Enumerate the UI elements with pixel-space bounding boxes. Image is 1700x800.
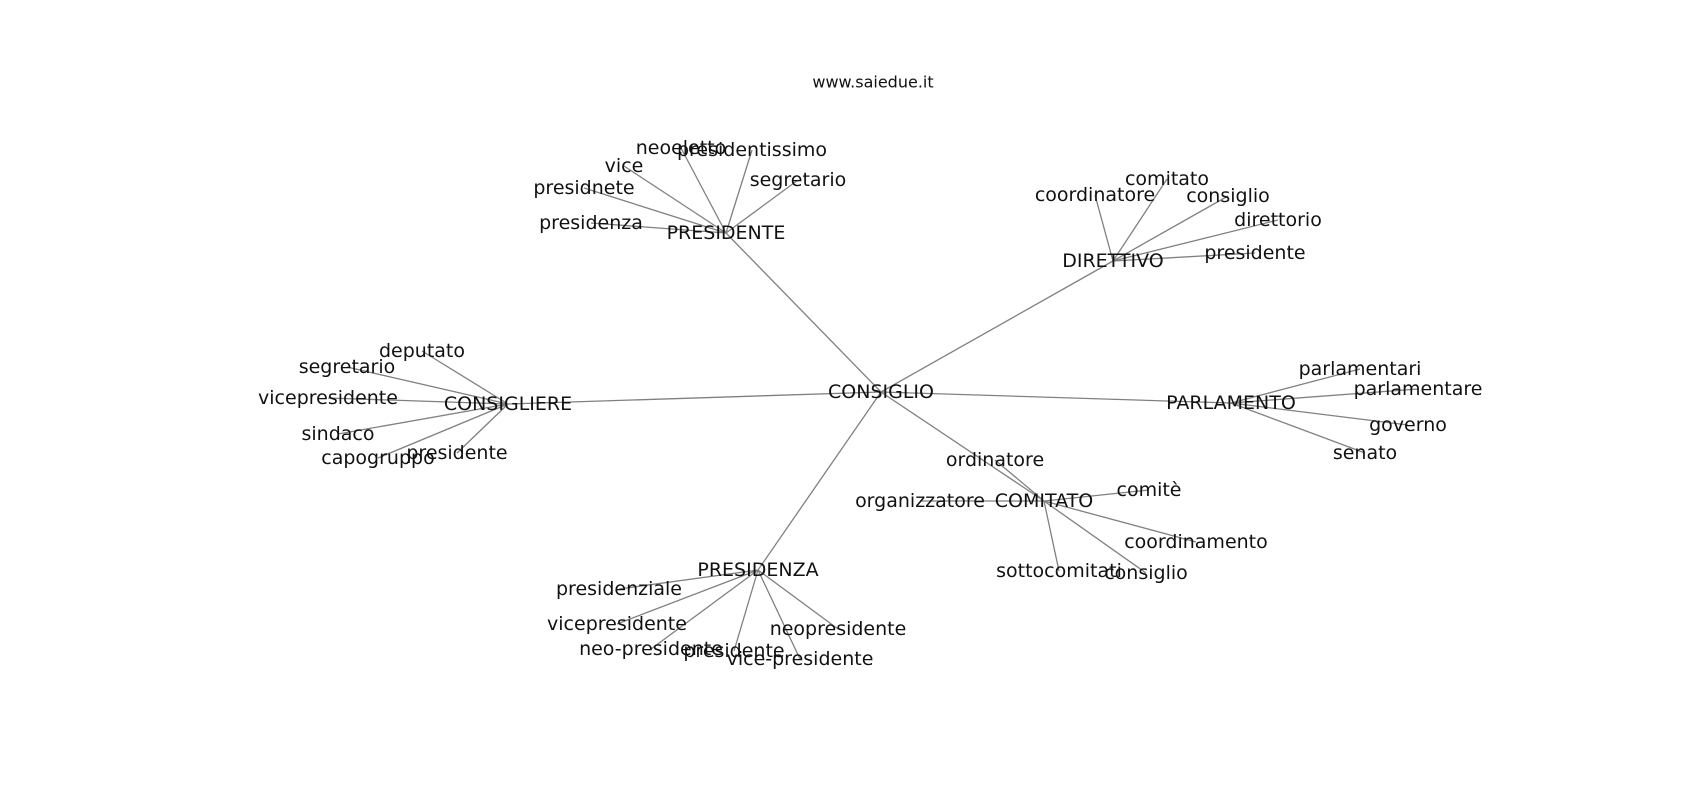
- edge-presidente-leaf: [725, 179, 799, 234]
- leaf-node-consigliere: presidente: [406, 442, 507, 464]
- edge-parlamento-leaf: [1230, 402, 1409, 426]
- edge-comitato-leaf: [994, 459, 1045, 502]
- leaf-node-comitato: coordinamento: [1124, 531, 1268, 553]
- edge-parlamento-leaf: [1230, 368, 1361, 404]
- leaf-node-presidenza: presidente: [683, 640, 784, 662]
- edge-presidente-leaf: [623, 165, 727, 234]
- edge-consigliere-leaf: [421, 350, 509, 405]
- edge-center-presidenza: [757, 391, 882, 571]
- hub-node-presidente: PRESIDENTE: [667, 222, 786, 244]
- edge-center-comitato: [880, 391, 1045, 502]
- edge-presidente-leaf: [590, 222, 727, 234]
- leaf-node-presidente: segretario: [750, 169, 847, 191]
- edge-direttivo-leaf: [1094, 194, 1114, 262]
- edges-layer: [327, 147, 1419, 660]
- edge-center-parlamento: [880, 391, 1232, 404]
- leaf-node-presidenza: presidenziale: [556, 578, 682, 600]
- hub-node-parlamento: PARLAMENTO: [1166, 392, 1296, 414]
- edge-direttivo-leaf: [1112, 195, 1229, 262]
- leaf-node-parlamento: senato: [1333, 442, 1397, 464]
- hub-node-presidenza: PRESIDENZA: [697, 559, 818, 581]
- leaf-node-consigliere: sindaco: [302, 423, 375, 445]
- leaf-node-consigliere: deputato: [379, 340, 465, 362]
- edge-direttivo-leaf: [1112, 252, 1256, 262]
- edge-center-direttivo: [880, 260, 1114, 393]
- diagram-title: www.saiedue.it: [812, 73, 933, 92]
- edge-consigliere-leaf: [456, 403, 509, 454]
- edge-comitato-leaf: [1043, 500, 1147, 574]
- edge-parlamento-leaf: [1230, 388, 1419, 404]
- leaf-node-consigliere: segretario: [299, 356, 396, 378]
- leaf-node-presidente: vice: [605, 155, 644, 177]
- hub-node-direttivo: DIRETTIVO: [1062, 250, 1164, 272]
- hub-node-comitato: COMITATO: [995, 490, 1093, 512]
- edge-presidente-leaf: [583, 187, 727, 234]
- edge-consigliere-leaf: [327, 397, 509, 405]
- leaf-node-direttivo: direttorio: [1234, 209, 1322, 231]
- edge-comitato-leaf: [1043, 500, 1197, 543]
- edge-direttivo-leaf: [1112, 178, 1168, 262]
- leaf-node-direttivo: coordinatore: [1035, 184, 1155, 206]
- edge-center-presidente: [725, 232, 882, 393]
- edge-presidenza-leaf: [757, 569, 839, 630]
- leaf-node-comitato: sottocomitati: [996, 560, 1122, 582]
- edge-direttivo-leaf: [1112, 219, 1279, 262]
- center-node-label: CONSIGLIO: [828, 381, 934, 403]
- leaf-node-presidenza: neo-presidente: [579, 638, 723, 660]
- edge-presidenza-leaf: [733, 569, 759, 652]
- leaf-node-comitato: organizzatore: [855, 490, 985, 512]
- edge-presidente-leaf: [680, 147, 727, 234]
- leaf-node-comitato: consiglio: [1104, 562, 1188, 584]
- edge-comitato-leaf: [1043, 489, 1150, 502]
- edge-parlamento-leaf: [1230, 402, 1366, 454]
- edge-presidenza-leaf: [650, 569, 759, 650]
- leaf-node-consigliere: capogruppo: [321, 447, 434, 469]
- edge-consigliere-leaf: [346, 366, 509, 405]
- leaf-node-direttivo: comitato: [1125, 168, 1209, 190]
- leaf-node-presidente: presidnete: [533, 177, 634, 199]
- edge-presidenza-leaf: [616, 569, 759, 625]
- edge-presidenza-leaf: [757, 569, 801, 660]
- hub-node-consigliere: CONSIGLIERE: [444, 393, 572, 415]
- leaf-node-comitato: ordinatore: [946, 449, 1044, 471]
- leaf-node-direttivo: consiglio: [1186, 185, 1270, 207]
- leaf-node-presidente: neoeletto: [636, 137, 727, 159]
- leaf-node-presidenza: vice-presidente: [727, 648, 874, 670]
- leaf-node-presidente: presidentissimo: [677, 139, 827, 161]
- labels-layer: CONSIGLIO PRESIDENTE neoelettopresidentiss…: [258, 137, 1482, 670]
- leaf-node-parlamento: parlamentare: [1354, 378, 1483, 400]
- leaf-node-presidenza: neopresidente: [770, 618, 907, 640]
- leaf-node-parlamento: parlamentari: [1299, 358, 1422, 380]
- leaf-node-direttivo: presidente: [1204, 242, 1305, 264]
- edge-presidenza-leaf: [618, 569, 759, 590]
- leaf-node-presidente: presidenza: [539, 212, 643, 234]
- edge-comitato-leaf: [1043, 500, 1060, 572]
- leaf-node-presidenza: vicepresidente: [547, 613, 687, 635]
- leaf-node-parlamento: governo: [1369, 414, 1447, 436]
- edge-center-consigliere: [507, 391, 882, 405]
- edge-consigliere-leaf: [337, 403, 509, 435]
- leaf-node-comitato: comitè: [1117, 479, 1182, 501]
- edge-presidente-leaf: [725, 149, 753, 234]
- leaf-node-consigliere: vicepresidente: [258, 387, 398, 409]
- edge-consigliere-leaf: [377, 403, 509, 459]
